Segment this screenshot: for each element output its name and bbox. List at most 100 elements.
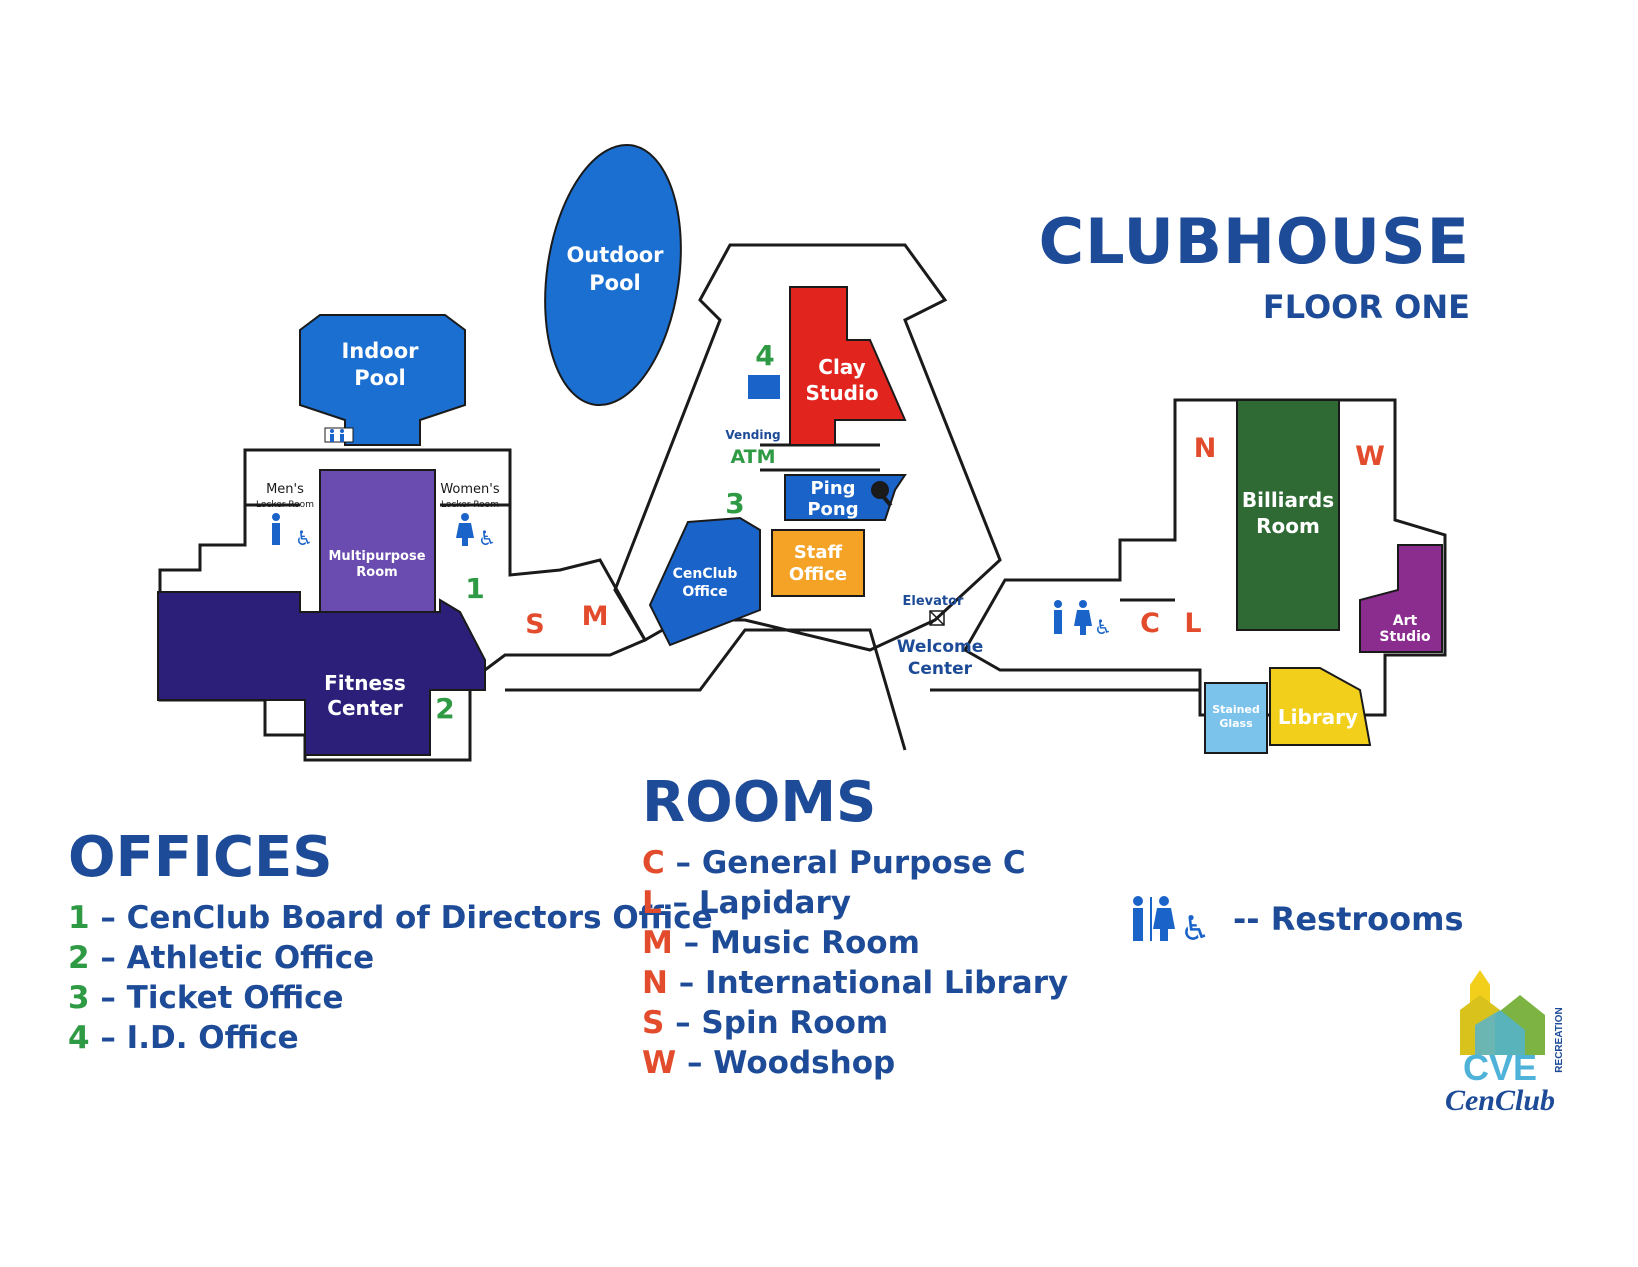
welcome-center-label-2: Center [908, 659, 973, 679]
svg-text:♿: ♿ [478, 526, 496, 550]
indoor-pool-restroom-icon [324, 427, 354, 443]
office-legend-label: Ticket Office [126, 980, 344, 1016]
elevator-icon [929, 610, 945, 626]
room-legend-label: Woodshop [713, 1045, 896, 1081]
office-legend-key: 2 [68, 940, 90, 976]
fitness-center-label-2: Center [327, 696, 403, 720]
floor-subtitle: FLOOR ONE [1262, 288, 1470, 326]
fitness-center-label-1: Fitness [324, 671, 406, 695]
stained-glass-label-1: Stained [1212, 703, 1260, 716]
room-marker-n: N [1194, 433, 1217, 464]
logo-side-text: RECREATION [1554, 1007, 1565, 1072]
library-room [1269, 667, 1372, 746]
room-legend-item: C – General Purpose C [642, 845, 1026, 881]
office-marker-4: 4 [755, 339, 774, 372]
west-wing-outline [158, 448, 648, 762]
indoor-pool-label-2: Pool [354, 366, 405, 390]
page-title: CLUBHOUSE [1038, 205, 1470, 278]
office-legend-item: 1 – CenClub Board of Directors Office [68, 900, 713, 936]
rooms-heading: ROOMS [642, 770, 877, 835]
logo-main-text: CVE [1463, 1047, 1537, 1088]
indoor-pool [299, 314, 466, 446]
office-marker-2: 2 [435, 692, 454, 725]
room-legend-key: C [642, 845, 665, 881]
ping-pong-label-1: Ping [810, 478, 855, 499]
office-legend-label: CenClub Board of Directors Office [126, 900, 713, 936]
room-legend-label: Music Room [709, 925, 920, 961]
cenclub-office-label-2: Office [682, 584, 727, 600]
stained-glass-room [1204, 682, 1268, 754]
room-marker-w: W [1355, 441, 1385, 472]
billiards-room-label-2: Room [1256, 514, 1320, 538]
rooms-legend: ROOMS C – General Purpose C L – Lapidary… [642, 770, 1068, 1083]
clay-studio [789, 286, 907, 446]
id-card-icon [748, 375, 780, 399]
atm-label: ATM [730, 446, 775, 468]
outdoor-pool-label-1: Outdoor [566, 243, 664, 267]
room-legend-item: S – Spin Room [642, 1005, 889, 1041]
office-legend-key: 3 [68, 980, 90, 1016]
east-restroom-icon: ♿ [1054, 600, 1112, 639]
womens-locker-label-1: Women's [440, 482, 500, 497]
clay-studio-label-1: Clay [818, 355, 865, 379]
offices-legend: OFFICES 1 – CenClub Board of Directors O… [68, 825, 713, 1058]
office-legend-label: I.D. Office [126, 1020, 299, 1056]
floor-plan-map: Outdoor Pool Indoor Pool Multipurpose Ro… [157, 143, 1447, 762]
office-legend-key: 1 [68, 900, 90, 936]
office-marker-3: 3 [725, 487, 744, 520]
room-legend-label: General Purpose C [701, 845, 1026, 881]
restrooms-legend: ♿ -- Restrooms [1128, 895, 1464, 943]
room-legend-key: W [642, 1045, 677, 1081]
offices-heading: OFFICES [68, 825, 333, 890]
room-legend-item: L – Lapidary [642, 885, 851, 921]
billiards-room [1236, 399, 1340, 631]
room-legend-label: Spin Room [701, 1005, 889, 1041]
restroom-symbols-icon: ♿ [1133, 896, 1210, 943]
office-marker-1: 1 [465, 572, 484, 605]
multipurpose-room-label-2: Room [356, 565, 397, 580]
east-wing-outline [962, 398, 1447, 717]
womens-locker-label-2: Locker Room [441, 500, 499, 510]
staff-office-label-1: Staff [794, 542, 843, 563]
art-studio [1359, 544, 1443, 653]
restrooms-legend-label: -- Restrooms [1233, 900, 1464, 938]
room-marker-c: C [1140, 608, 1160, 639]
indoor-pool-label-1: Indoor [341, 339, 419, 363]
office-legend-item: 2 – Athletic Office [68, 940, 375, 976]
central-wing-outline [613, 243, 1002, 652]
stained-glass-label-2: Glass [1219, 717, 1253, 730]
svg-text:♿: ♿ [295, 526, 313, 550]
room-legend-key: N [642, 965, 668, 1001]
room-marker-l: L [1184, 608, 1201, 639]
art-studio-label-2: Studio [1379, 629, 1431, 645]
cenclub-office-label-1: CenClub [673, 566, 738, 582]
cenclub-logo: CVE RECREATION CenClub [1445, 970, 1565, 1115]
room-legend-item: M – Music Room [642, 925, 920, 961]
map-title-block: CLUBHOUSE FLOOR ONE [1039, 205, 1470, 326]
room-marker-s: S [525, 609, 544, 640]
staff-office [771, 529, 865, 597]
ping-pong-label-2: Pong [807, 499, 858, 520]
room-legend-key: M [642, 925, 673, 961]
office-legend-label: Athletic Office [126, 940, 375, 976]
mens-locker-label-2: Locker Room [256, 500, 314, 510]
multipurpose-room-label-1: Multipurpose [328, 549, 425, 564]
logo-script-text: CenClub [1445, 1084, 1555, 1115]
office-legend-item: 3 – Ticket Office [68, 980, 344, 1016]
library-label: Library [1278, 705, 1358, 729]
room-legend-item: N – International Library [642, 965, 1069, 1001]
mens-locker-label-1: Men's [266, 482, 304, 497]
fitness-center [157, 591, 486, 756]
mens-locker-restroom-icon: ♿ [272, 513, 313, 550]
room-legend-label: Lapidary [698, 885, 851, 921]
south-corridor [505, 628, 907, 751]
svg-text:♿: ♿ [1094, 615, 1112, 639]
room-legend-key: S [642, 1005, 665, 1041]
office-legend-item: 4 – I.D. Office [68, 1020, 299, 1056]
cenclub-office [648, 516, 761, 647]
womens-locker-restroom-icon: ♿ [456, 513, 496, 550]
office-legend-key: 4 [68, 1020, 90, 1056]
art-studio-label-1: Art [1393, 613, 1418, 629]
outdoor-pool [544, 143, 682, 407]
outdoor-pool-label-2: Pool [589, 271, 640, 295]
